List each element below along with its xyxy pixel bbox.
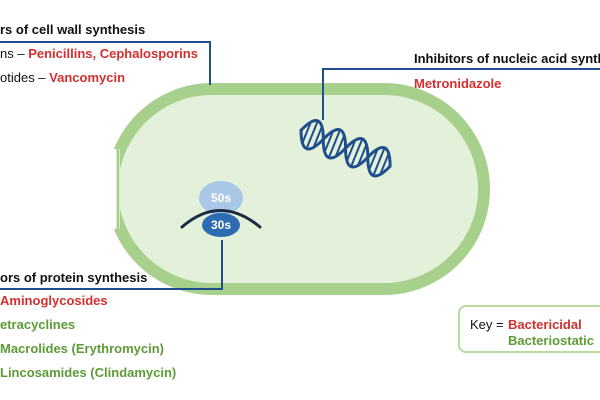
cell-wall-title: rs of cell wall synthesis bbox=[0, 22, 146, 37]
cell-wall-beta-lactams: Penicillins, Cephalosporins bbox=[28, 46, 198, 61]
nucleic-acid-drug: Metronidazole bbox=[414, 76, 502, 91]
cell-wall-glycopeptides: Vancomycin bbox=[49, 70, 126, 85]
nucleic-acid-title: Inhibitors of nucleic acid synthe bbox=[414, 51, 600, 66]
protein-synthesis-drug-aminoglycosides: Aminoglycosides bbox=[0, 293, 108, 308]
ribosome-50s-label: 50s bbox=[211, 191, 231, 205]
key-label: Key = bbox=[470, 317, 504, 332]
cell-wall-line-2: otides – Vancomycin bbox=[0, 70, 125, 86]
ribosome-30s-subunit bbox=[202, 213, 240, 237]
cell-wall-line-1-prefix: ns – bbox=[0, 46, 29, 61]
key-legend: Key = Bactericidal Bacteriostatic bbox=[458, 305, 600, 353]
key-bacteriostatic: Bacteriostatic bbox=[508, 333, 594, 348]
ribosome-50s-subunit bbox=[199, 181, 243, 215]
ribosome-30s-label: 30s bbox=[211, 218, 231, 232]
protein-synthesis-title: ors of protein synthesis bbox=[0, 270, 148, 285]
dna-base-pairs bbox=[301, 120, 390, 177]
cell-wall-line-1: ns – Penicillins, Cephalosporins bbox=[0, 46, 198, 62]
mrna-strand bbox=[180, 209, 262, 229]
dna-strand-b bbox=[299, 128, 392, 169]
cell-wall-leader-line bbox=[0, 41, 211, 85]
protein-synthesis-leader-line bbox=[0, 240, 223, 290]
nucleic-acid-leader-line bbox=[322, 68, 600, 120]
protein-synthesis-drug-macrolides: Macrolides (Erythromycin) bbox=[0, 341, 164, 356]
dna-icon bbox=[299, 119, 392, 178]
cell-wall-line-2-prefix: otides – bbox=[0, 70, 50, 85]
key-bactericidal: Bactericidal bbox=[508, 317, 582, 332]
cell-wall-gap bbox=[104, 149, 120, 229]
protein-synthesis-drug-lincosamides: Lincosamides (Clindamycin) bbox=[0, 365, 177, 380]
ribosome-icon: 50s 30s bbox=[180, 181, 262, 237]
bacterial-cell-body bbox=[118, 95, 478, 283]
protein-synthesis-drug-tetracyclines: etracyclines bbox=[0, 317, 76, 332]
